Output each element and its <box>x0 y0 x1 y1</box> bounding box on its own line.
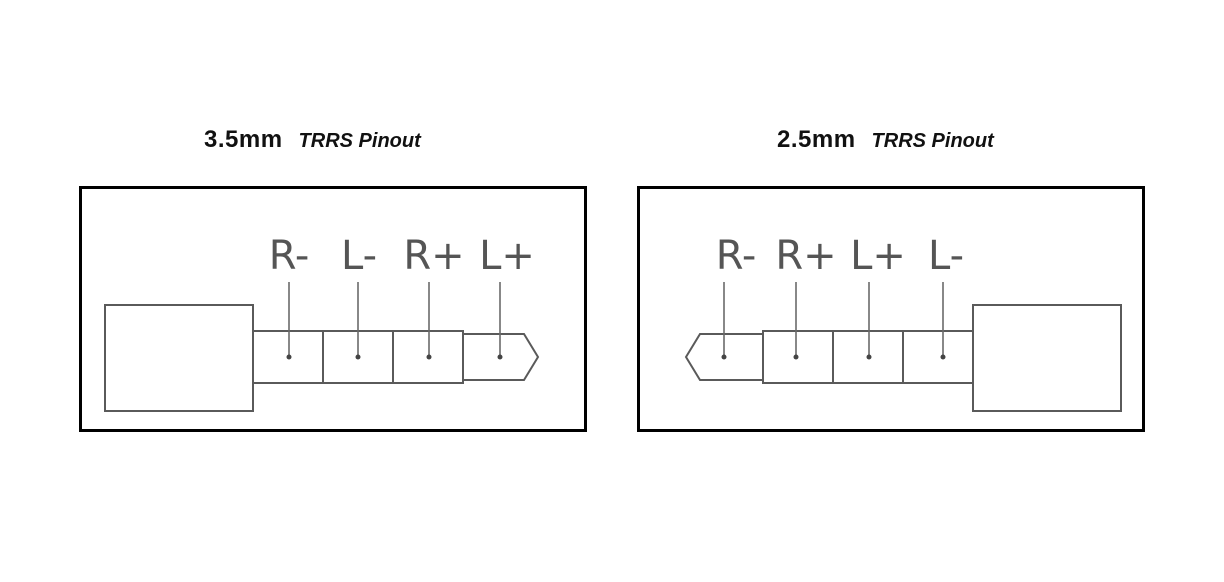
sleeve-segment <box>902 330 974 384</box>
trrs-plug-diagram-3-5mm: R- L- R+ L+ <box>104 233 540 412</box>
connector-size-label: 2.5mm <box>777 126 856 153</box>
pin-label: L- <box>341 233 377 279</box>
pinout-panel-3-5mm: R- L- R+ L+ <box>79 186 587 432</box>
pin-contact-dot <box>721 354 727 360</box>
pin-label: L+ <box>850 233 906 279</box>
pin-contact-dot <box>286 354 292 360</box>
diagram-title-3-5mm: 3.5mm TRRS Pinout <box>204 126 421 162</box>
pin-contact-dot <box>426 354 432 360</box>
pin-contact-dot <box>866 354 872 360</box>
diagram-kind-label: TRRS Pinout <box>298 130 421 152</box>
pin-label: R- <box>716 233 757 279</box>
plug-body <box>972 304 1122 412</box>
pin-label: R- <box>269 233 310 279</box>
plug-body <box>104 304 254 412</box>
pin-label: R+ <box>403 233 464 279</box>
pin-label: L- <box>928 233 964 279</box>
pin-label: L+ <box>479 233 535 279</box>
diagram-title-2-5mm: 2.5mm TRRS Pinout <box>777 126 994 162</box>
connector-size-label: 3.5mm <box>204 126 283 153</box>
trrs-plug-diagram-2-5mm: R- R+ L+ L- <box>684 233 1122 412</box>
pinout-panel-2-5mm: R- R+ L+ L- <box>637 186 1145 432</box>
pin-contact-dot <box>355 354 361 360</box>
pin-label: R+ <box>775 233 836 279</box>
diagram-kind-label: TRRS Pinout <box>871 130 994 152</box>
pin-contact-dot <box>793 354 799 360</box>
pin-contact-dot <box>940 354 946 360</box>
pin-contact-dot <box>497 354 503 360</box>
